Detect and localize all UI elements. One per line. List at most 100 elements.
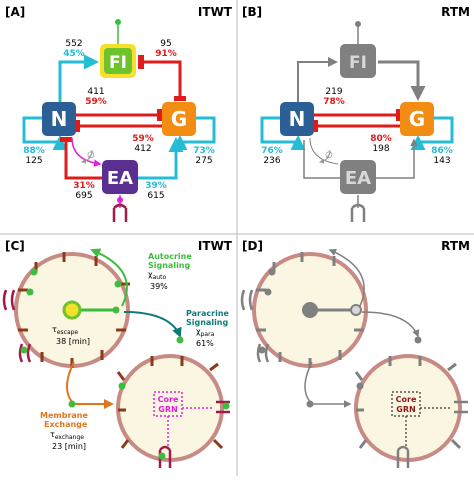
label-n-g-pct-b: 78%	[323, 97, 345, 107]
core-grn-links	[167, 407, 214, 448]
ea-node-label: EA	[107, 168, 133, 189]
core-grn-line2-d: GRN	[396, 405, 415, 414]
autocrine-arrow	[90, 248, 128, 307]
fi-red-bar	[138, 55, 144, 69]
edge-fi-g-b	[378, 60, 426, 101]
edge-g-n-bar-b	[313, 120, 318, 132]
autocrine-line1: Autocrine	[148, 252, 192, 261]
paracrine-line1: Paracrine	[186, 309, 230, 318]
label-g-n-pct-b: 80%	[370, 134, 392, 144]
paracrine-line2: Signaling	[186, 318, 229, 327]
label-n-loop-count: 125	[25, 156, 42, 166]
receptors-small	[116, 356, 224, 450]
panel-b-tag: [B]	[242, 5, 262, 19]
panel-d-tag: [D]	[242, 239, 263, 253]
receptor-left-d	[240, 289, 254, 311]
label-g-loop-pct: 73%	[193, 146, 215, 156]
autocrine-arrow-d	[328, 248, 365, 307]
fi-node	[104, 48, 132, 74]
panel-d-title: RTM	[441, 239, 470, 253]
fi-node-label-b: FI	[349, 53, 367, 73]
edge-ea-n-bar	[60, 137, 72, 142]
n-node-label: N	[51, 107, 68, 131]
receptor-small-bottom	[158, 445, 172, 468]
g-node-label: G	[171, 107, 187, 131]
edge-fi-g-bar	[174, 96, 186, 101]
n-node-b	[280, 102, 314, 136]
label-ea-g-pct: 39%	[145, 181, 167, 191]
edge-ea-n	[64, 140, 102, 180]
receptor-small-bottom-d	[396, 445, 410, 468]
panel-a-title: ITWT	[198, 5, 233, 19]
panel-c: [C] ITWT Autocrine Signaling χaut	[2, 239, 233, 468]
panel-b: [B] RTM ∅ FI N G EA 219 78% 80% 198 76% …	[242, 5, 470, 222]
secreted-node-d	[350, 304, 362, 316]
exchange-line1: Membrane	[40, 411, 88, 420]
exchange-tau: τexchange	[50, 430, 84, 441]
degradation-arrow-b	[319, 149, 331, 164]
panel-c-tag: [C]	[5, 239, 25, 253]
receptor-left	[2, 289, 16, 311]
label-g-n-pct: 59%	[132, 134, 154, 144]
panel-b-title: RTM	[441, 5, 470, 19]
label-g-n-count: 412	[134, 144, 151, 154]
label-ea-n-pct: 31%	[73, 181, 95, 191]
core-grn-line1-d: Core	[396, 395, 417, 404]
label-n-loop-pct-b: 76%	[261, 146, 283, 156]
paracrine-chi: χpara	[196, 327, 215, 338]
label-n-loop-pct: 88%	[23, 146, 45, 156]
n-node	[42, 102, 76, 136]
ea-node-label-b: EA	[345, 168, 371, 189]
edge-ea-g	[138, 137, 184, 180]
exchange-path	[66, 361, 75, 405]
edge-n-fi	[58, 54, 99, 108]
null-symbol-b: ∅	[325, 151, 333, 161]
escape-tau: τescape	[52, 325, 78, 336]
dots-small-d	[356, 336, 422, 390]
receptor-small-right	[216, 400, 230, 414]
core-grn-line2: GRN	[158, 405, 177, 414]
edge-n-fi-b	[297, 57, 338, 108]
autocrine-line2: Signaling	[148, 261, 191, 270]
ea-node	[102, 160, 138, 194]
edge-n-loop-b	[260, 116, 306, 150]
panel-c-title: ITWT	[198, 239, 233, 253]
fi-node-label: FI	[109, 53, 127, 73]
fi-stem-dot-b	[355, 21, 361, 27]
fi-node-b	[340, 44, 376, 78]
label-n-loop-count-b: 236	[263, 156, 280, 166]
core-grn-line1: Core	[158, 395, 179, 404]
edge-n-g-bar-b	[396, 109, 401, 121]
paracrine-arrow	[123, 311, 182, 338]
n-node-label-b: N	[289, 107, 306, 131]
label-g-loop-count: 275	[195, 156, 212, 166]
label-ea-g-count: 615	[147, 191, 164, 201]
label-n-g-count-b: 219	[325, 87, 342, 97]
edge-n-g-bar	[157, 109, 162, 121]
paracrine-arrow-d	[361, 311, 420, 338]
dots-large-d	[258, 268, 276, 354]
escape-value: 38 [min]	[56, 337, 90, 346]
label-n-g-count: 411	[87, 87, 104, 97]
edge-ea-n-b	[303, 140, 340, 179]
g-node	[162, 102, 196, 136]
exchange-value: 23 [min]	[52, 442, 86, 451]
label-fi-g-count: 95	[160, 39, 171, 49]
autocrine-value: 39%	[150, 282, 168, 291]
center-node-d	[302, 302, 318, 318]
label-n-fi-count: 552	[65, 39, 82, 49]
edge-g-loop-b	[410, 116, 454, 150]
ligand-dots-small	[118, 336, 230, 460]
panel-a-tag: [A]	[5, 5, 25, 19]
degradation-arrow	[81, 149, 93, 164]
autocrine-chi: χauto	[148, 270, 166, 281]
center-node	[62, 300, 82, 320]
ea-receptor	[112, 203, 128, 222]
label-n-fi-pct: 45%	[63, 49, 85, 59]
paracrine-value: 61%	[196, 339, 214, 348]
ea-stem-dot	[117, 197, 123, 203]
label-g-n-count-b: 198	[372, 144, 389, 154]
receptor-bottom-left-d	[256, 343, 270, 363]
label-fi-g-pct: 91%	[155, 49, 177, 59]
